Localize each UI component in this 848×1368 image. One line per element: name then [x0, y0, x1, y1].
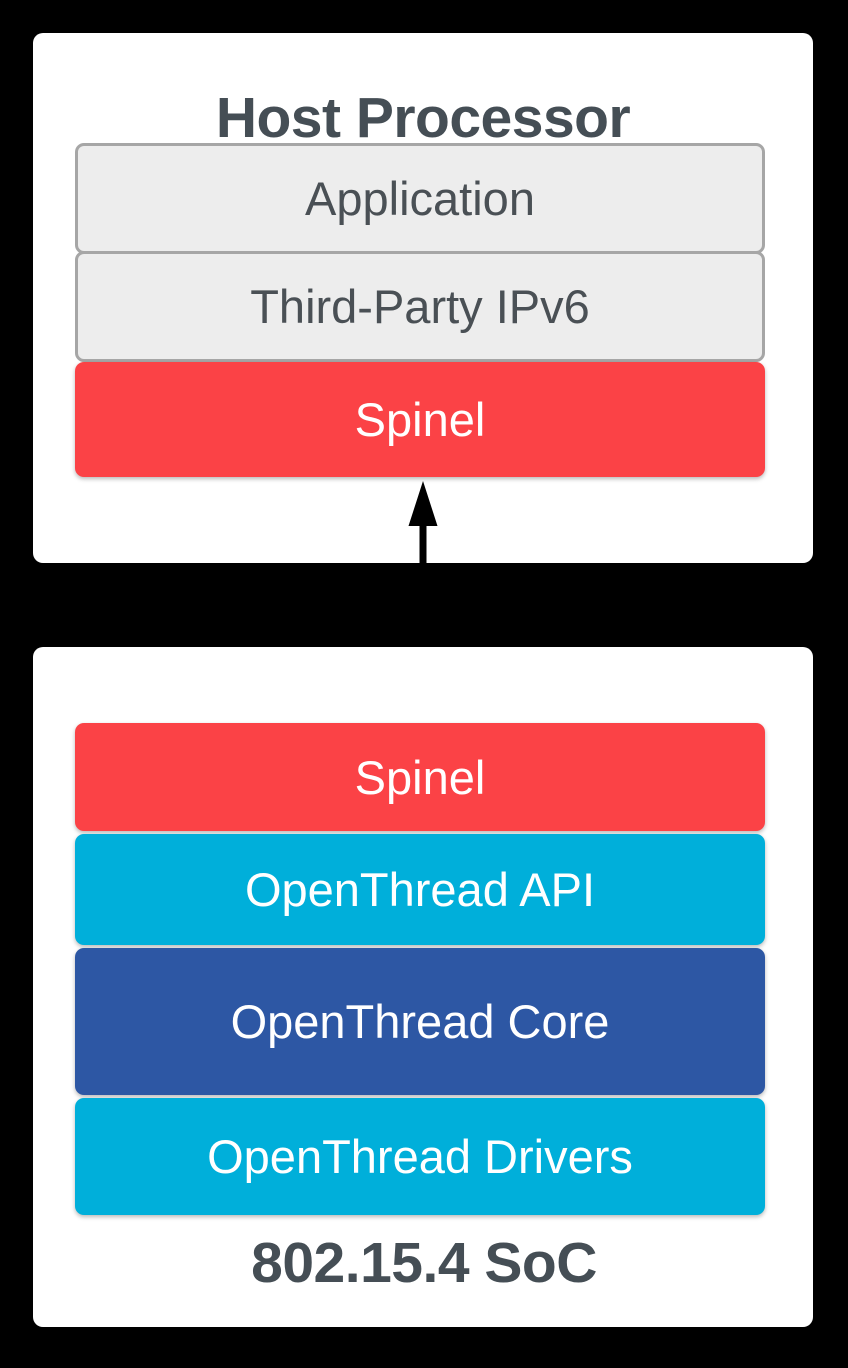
layer-openthread-core: OpenThread Core [75, 948, 765, 1095]
soc-title: 802.15.4 SoC [251, 1231, 597, 1295]
host-layer-stack: Application Third-Party IPv6 Spinel [75, 143, 765, 477]
layer-application: Application [75, 143, 765, 254]
layer-application-label: Application [305, 172, 535, 225]
layer-soc-spinel-label: Spinel [354, 750, 486, 804]
layer-soc-spinel: Spinel [75, 723, 765, 831]
host-processor-title: Host Processor [215, 86, 631, 150]
layer-third-party-ipv6-label: Third-Party IPv6 [250, 280, 590, 333]
layer-openthread-drivers: OpenThread Drivers [75, 1098, 765, 1215]
soc-layer-stack: Spinel OpenThread API OpenThread Core Op… [75, 723, 765, 1215]
layer-third-party-ipv6: Third-Party IPv6 [75, 251, 765, 362]
layer-openthread-core-label: OpenThread Core [230, 995, 610, 1048]
layer-openthread-api: OpenThread API [75, 834, 765, 945]
layer-openthread-drivers-label: OpenThread Drivers [207, 1130, 633, 1183]
bidirectional-arrow-icon [408, 481, 438, 721]
layer-host-spinel-label: Spinel [354, 393, 486, 446]
layer-openthread-api-label: OpenThread API [244, 863, 596, 916]
layer-host-spinel: Spinel [75, 362, 765, 477]
